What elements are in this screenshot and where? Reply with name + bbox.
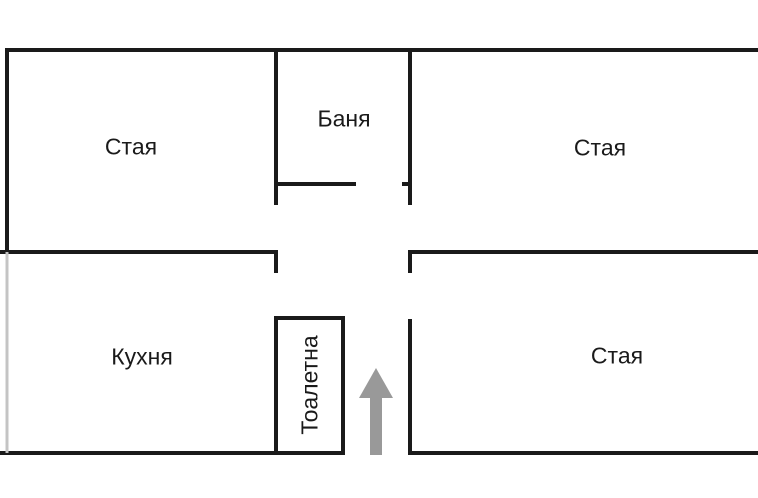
toilet-walls [274,316,345,455]
room-label-bottom-right: Стая [590,342,644,369]
entrance-arrow-icon [359,368,393,455]
room-label-kitchen: Кухня [111,343,173,370]
room-label-bathroom: Баня [317,105,371,132]
room-label-toilet: Тоалетна [296,335,323,435]
room-label-top-right: Стая [573,134,627,161]
room-label-top-left: Стая [104,133,158,160]
